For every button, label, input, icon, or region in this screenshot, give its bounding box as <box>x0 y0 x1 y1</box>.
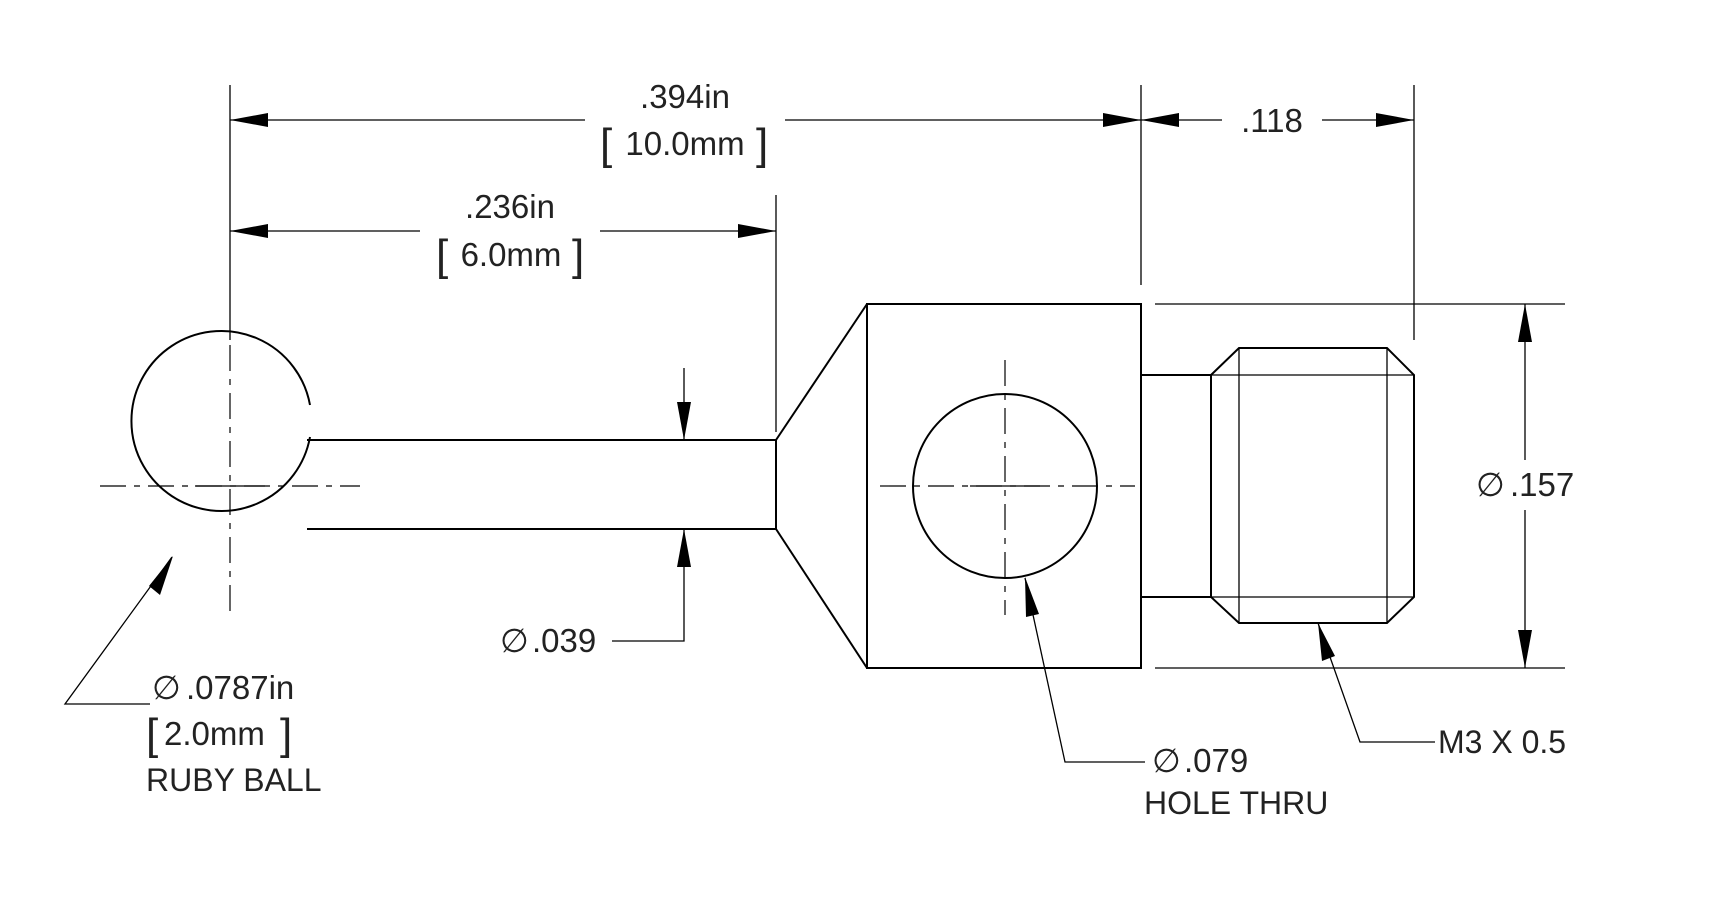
extension-lines <box>229 85 1565 669</box>
arrow-hole <box>1025 577 1039 617</box>
dim-ball-dia-mm: 2.0mm <box>164 715 265 752</box>
dim-hole-dia: .079 <box>1184 742 1248 779</box>
ruby-ball-label: RUBY BALL <box>146 762 322 798</box>
dim-stem-bracket-open: [ <box>436 231 448 280</box>
dim-overall-mm: 10.0mm <box>625 125 744 162</box>
dim-ball-bracket-close: ] <box>280 710 292 759</box>
dim-thread-length: .118 <box>1241 102 1303 139</box>
arrow-ball <box>149 556 173 595</box>
arrow-body-bottom <box>1518 630 1532 668</box>
thread-neck <box>1140 374 1212 598</box>
dimension-lines <box>63 113 1532 763</box>
arrow-body-top <box>1518 304 1532 342</box>
arrow-stemdia-bottom <box>677 529 691 567</box>
arrow-overall-right <box>1103 113 1141 127</box>
hole-thru-label: HOLE THRU <box>1144 785 1328 821</box>
arrow-thread-right <box>1376 113 1414 127</box>
dim-overall-bracket-close: ] <box>756 120 768 169</box>
arrow-thread <box>1318 623 1335 661</box>
arrow-stemdia-top <box>677 402 691 440</box>
part-outline <box>130 303 1415 669</box>
dim-stemdia-leader <box>612 529 685 642</box>
dim-overall-in: .394in <box>640 78 730 115</box>
arrow-thread-left <box>1141 113 1179 127</box>
leader-ball <box>63 556 173 705</box>
arrow-overall-left <box>230 113 268 127</box>
dim-ball-bracket-open: [ <box>146 710 158 759</box>
arrow-stem-left <box>230 224 268 238</box>
dim-ball-dia-in: .0787in <box>186 669 294 706</box>
dim-stem-mm: 6.0mm <box>461 236 562 273</box>
ruby-ball <box>130 330 311 512</box>
dim-body-dia: .157 <box>1510 466 1574 503</box>
cone-top-edge <box>775 303 868 441</box>
dim-ball-dia-symbol: ∅ <box>152 669 181 706</box>
cone-bottom-edge <box>775 528 868 669</box>
dim-overall-bracket-open: [ <box>600 120 612 169</box>
thread-spec: M3 X 0.5 <box>1438 724 1566 760</box>
dim-stem-bracket-close: ] <box>572 231 584 280</box>
dim-hole-dia-symbol: ∅ <box>1152 742 1181 779</box>
leader-thread <box>1317 622 1435 743</box>
arrow-stem-right <box>738 224 776 238</box>
thread-outline <box>1210 347 1415 624</box>
dim-stem-dia-symbol: ∅ <box>500 622 529 659</box>
dim-stem-in: .236in <box>465 188 555 225</box>
dim-body-dia-symbol: ∅ <box>1476 466 1505 503</box>
leader-hole <box>1024 577 1145 763</box>
center-lines <box>100 345 1135 615</box>
dimension-text: .394in [ 10.0mm ] .118 .236in [ 6.0mm ] … <box>146 78 1574 821</box>
dim-stem-dia: .039 <box>532 622 596 659</box>
